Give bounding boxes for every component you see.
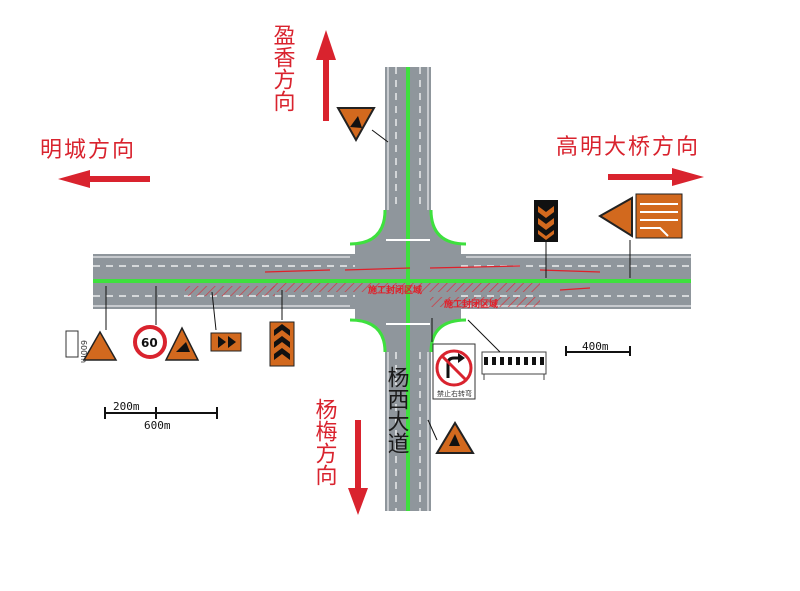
lane-merge-sign-icon: [640, 203, 678, 237]
south-direction-label: 杨梅方向: [312, 398, 338, 486]
work-zone-group: 施工封闭区域 施工封闭区域: [185, 265, 601, 310]
work-zone-lower: [430, 297, 540, 307]
west-arrow-icon: [58, 170, 150, 188]
lane-closure-sign-east: [598, 193, 683, 278]
road-work-sign-south: [427, 419, 475, 454]
scale-label-400m: 400m: [582, 340, 609, 353]
work-zone-upper: [270, 283, 540, 292]
center-line-horizontal: [93, 279, 691, 283]
chevron-sign-east: [534, 200, 558, 278]
direction-west: 明城方向: [40, 138, 150, 188]
work-zone-label-1: 施工封闭区域: [368, 284, 422, 296]
chevron-sign-icon: [538, 206, 554, 240]
speed-limit-sign-icon: [133, 325, 167, 359]
taper-left: [185, 286, 275, 296]
distance-plate-sign: 600m: [65, 286, 118, 363]
east-direction-label: 高明大桥方向: [556, 135, 700, 160]
north-direction-label: 盈香方向: [270, 24, 296, 112]
road-work-sign-icon: [350, 116, 362, 128]
no-right-turn-caption: 禁止右转弯: [437, 389, 472, 398]
no-right-turn-sign: 禁止右转弯: [431, 318, 476, 400]
direction-east: 高明大桥方向: [556, 135, 704, 186]
barrier: [467, 319, 547, 380]
north-arrow-icon: [316, 30, 336, 121]
barrier-icon: [484, 357, 544, 365]
road-work-sign-north: [336, 107, 389, 143]
east-arrow-icon: [608, 168, 704, 186]
direction-north: 盈香方向: [270, 24, 336, 121]
work-zone-label-2: 施工封闭区域: [444, 298, 498, 310]
west-direction-label: 明城方向: [40, 138, 136, 163]
scale-label-600m: 600m: [144, 419, 171, 432]
scale-bar-left: [104, 407, 218, 419]
speed-limit-sign: 60: [133, 286, 200, 361]
chevron-sign-west: [269, 290, 295, 367]
scale-label-200m: 200m: [113, 400, 140, 413]
scale-bar-right: [565, 346, 631, 356]
distance-plate-text: 600m: [79, 340, 88, 363]
direction-south: 杨梅方向: [312, 398, 368, 515]
south-arrow-icon: [348, 420, 368, 515]
road-name-label: 杨西大道: [384, 366, 410, 454]
chevron-plate-west: [210, 291, 242, 352]
speed-limit-value: 60: [141, 336, 158, 350]
